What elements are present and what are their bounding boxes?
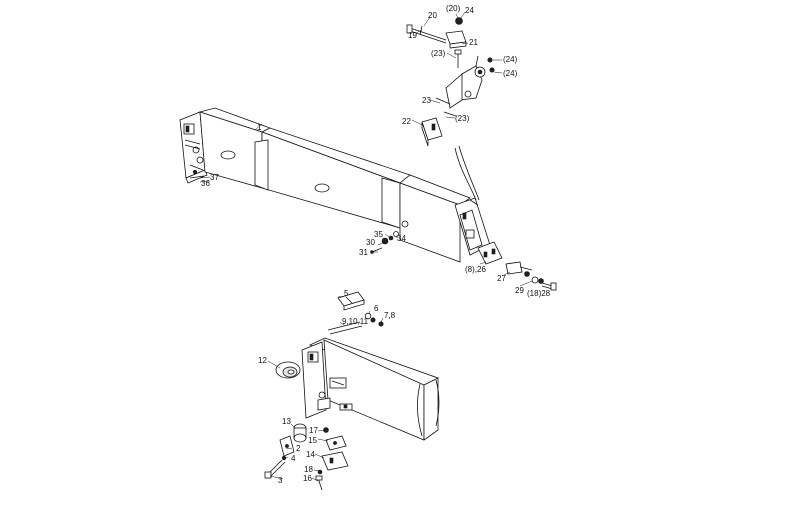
callout-13: 13 [282, 417, 291, 426]
plate-2 [279, 435, 295, 457]
callout-6: 6 [374, 304, 379, 313]
callout-24-paren-b: (24) [503, 69, 518, 78]
block-22 [421, 117, 443, 147]
callout-20-paren: (20) [446, 4, 461, 13]
nut-30-34-35 [381, 231, 399, 245]
boom-section-left [179, 107, 272, 189]
callout-18-28: (18)28 [527, 289, 551, 298]
callout-16: 16 [303, 474, 312, 483]
callout-23-paren-b: (23) [455, 114, 470, 123]
bolt-36-37 [189, 169, 205, 179]
callout-23-paren-a: (23) [431, 49, 446, 58]
callout-35: 35 [374, 230, 383, 239]
washer-18 [317, 469, 323, 475]
callout-21: 21 [469, 38, 478, 47]
callout-9-10-11: 9,10,11 [342, 317, 369, 326]
callout-7-8: 7,8 [384, 311, 396, 320]
bracket-8-26 [477, 241, 503, 265]
callout-2: 2 [296, 444, 301, 453]
callout-labels: 1 37 36 20 19 (20) 24 21 (23) (24) (24) … [201, 4, 551, 485]
bushing-13 [293, 423, 307, 443]
pin-27 [505, 261, 533, 277]
bolt-28 [541, 282, 557, 291]
bracket-15 [325, 435, 347, 451]
callout-36: 36 [201, 179, 210, 188]
boom-section-middle [254, 127, 411, 229]
bolt-16 [315, 475, 323, 491]
screw-23-top [454, 49, 462, 68]
boom-section-right [399, 174, 491, 263]
callout-34: 34 [397, 234, 406, 243]
bracket-plate [445, 55, 495, 109]
leader-lines [199, 11, 533, 482]
callout-4: 4 [291, 454, 296, 463]
callout-3: 3 [278, 476, 283, 485]
bracket-14 [321, 451, 349, 471]
callout-31: 31 [359, 248, 368, 257]
callout-30: 30 [366, 238, 375, 247]
callout-24-paren-a: (24) [503, 55, 518, 64]
callout-24: 24 [465, 6, 474, 15]
callout-18: 18 [304, 465, 313, 474]
lower-boom-section [301, 337, 440, 441]
callout-17: 17 [309, 426, 318, 435]
block-21 [445, 17, 467, 49]
callout-15: 15 [308, 436, 317, 445]
callout-20: 20 [428, 11, 437, 20]
pulley-12 [275, 361, 301, 379]
callout-23: 23 [422, 96, 431, 105]
callout-29: 29 [515, 286, 524, 295]
bolt-3 [264, 459, 286, 479]
washer-4 [281, 455, 287, 461]
callout-1: 1 [257, 123, 262, 132]
bolt-31 [370, 247, 383, 254]
washer-29 [531, 276, 544, 284]
cable-line [454, 145, 480, 201]
nut-17 [323, 427, 329, 433]
callout-37: 37 [210, 173, 219, 182]
callout-12: 12 [258, 356, 267, 365]
callout-14: 14 [306, 450, 315, 459]
screw-23-mid [435, 97, 457, 117]
callout-22: 22 [402, 117, 411, 126]
callout-27: 27 [497, 274, 506, 283]
block-5 [337, 291, 365, 311]
callout-5: 5 [344, 289, 349, 298]
nut-6-7-8 [364, 312, 384, 327]
callout-19: 19 [408, 31, 417, 40]
callout-8-26: (8),26 [465, 265, 486, 274]
strip-9-10-11 [327, 321, 363, 335]
